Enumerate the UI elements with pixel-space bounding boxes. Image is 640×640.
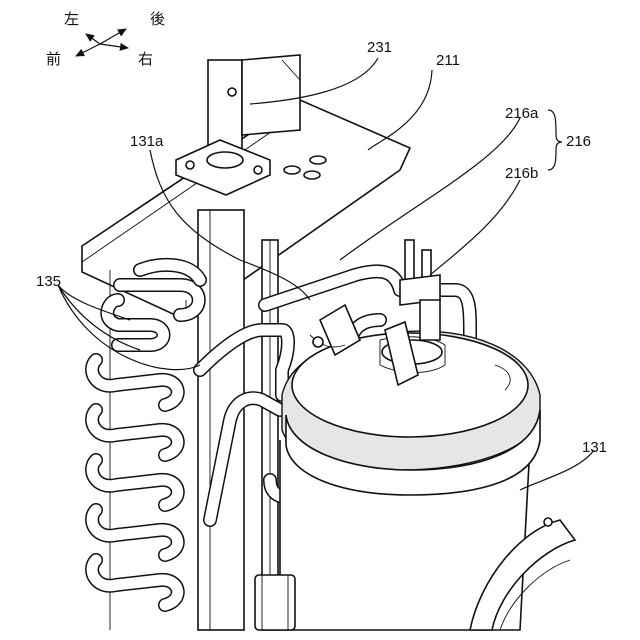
direction-indicator: 左 後 前 右 bbox=[46, 10, 165, 68]
label-131a: 131a bbox=[130, 133, 164, 150]
label-216: 216 bbox=[566, 133, 591, 150]
label-211: 211 bbox=[436, 52, 460, 69]
arrow-back-icon bbox=[100, 29, 126, 44]
arrow-left-icon bbox=[86, 34, 100, 44]
direction-left-label: 左 bbox=[64, 10, 79, 28]
label-131: 131 bbox=[582, 439, 607, 456]
direction-back-label: 後 bbox=[150, 10, 165, 28]
label-216a: 216a bbox=[505, 105, 539, 122]
lower-valve bbox=[255, 575, 295, 630]
label-216b: 216b bbox=[505, 165, 538, 182]
arrow-front-icon bbox=[76, 44, 100, 56]
label-135: 135 bbox=[36, 273, 61, 290]
direction-right-label: 右 bbox=[138, 50, 153, 68]
label-231: 231 bbox=[367, 39, 392, 56]
heat-exchanger-coils-135 bbox=[92, 265, 200, 605]
direction-front-label: 前 bbox=[46, 50, 61, 68]
arrow-right-icon bbox=[100, 44, 128, 48]
